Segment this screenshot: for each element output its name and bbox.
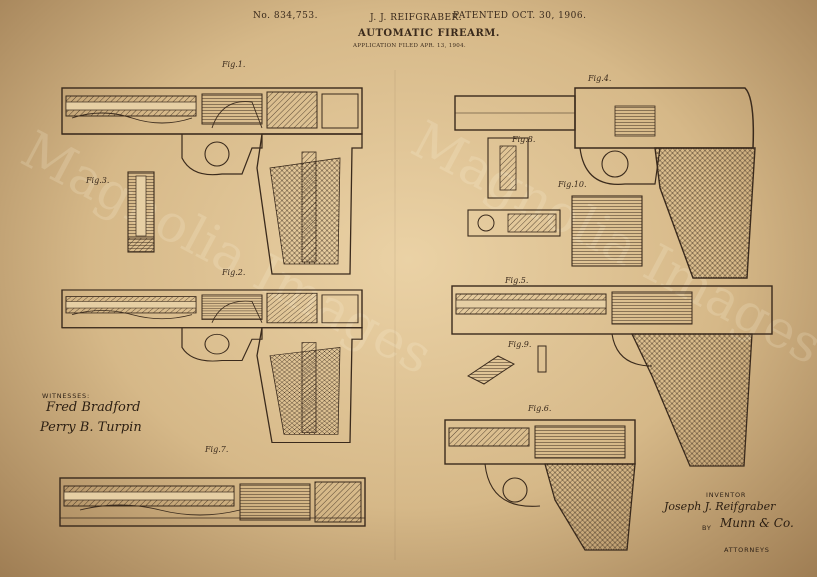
witness-signature-2: Perry B. Turpin: [40, 420, 142, 435]
fig10-label: Fig.10.: [558, 180, 587, 189]
patent-date: PATENTED OCT. 30, 1906.: [453, 11, 587, 21]
inventor-header: J. J. REIFGRABER.: [370, 13, 463, 23]
fig9-label: Fig.9.: [508, 340, 532, 349]
patent-number: No. 834,753.: [253, 11, 318, 21]
invention-title: AUTOMATIC FIREARM.: [358, 28, 500, 39]
fig3-label: Fig.3.: [86, 176, 110, 185]
witnesses-label: WITNESSES:: [42, 392, 90, 400]
by-label: BY: [702, 524, 712, 532]
application-filed: APPLICATION FILED APR. 13, 1904.: [353, 43, 466, 49]
fig6-label: Fig.6.: [528, 404, 552, 413]
fig5-label: Fig.5.: [505, 276, 529, 285]
fig2-label: Fig.2.: [222, 268, 246, 277]
attorneys-label: ATTORNEYS: [724, 546, 770, 554]
fig8-label: Fig.8.: [512, 135, 536, 144]
inventor-signature: Joseph J. Reifgraber: [664, 500, 776, 513]
fig7-label: Fig.7.: [205, 445, 229, 454]
inventor-label: INVENTOR: [706, 491, 747, 499]
attorney-signature: Munn & Co.: [720, 516, 794, 530]
fig4-label: Fig.4.: [588, 74, 612, 83]
witness-signature-1: Fred Bradford: [46, 400, 141, 415]
fig1-label: Fig.1.: [222, 60, 246, 69]
